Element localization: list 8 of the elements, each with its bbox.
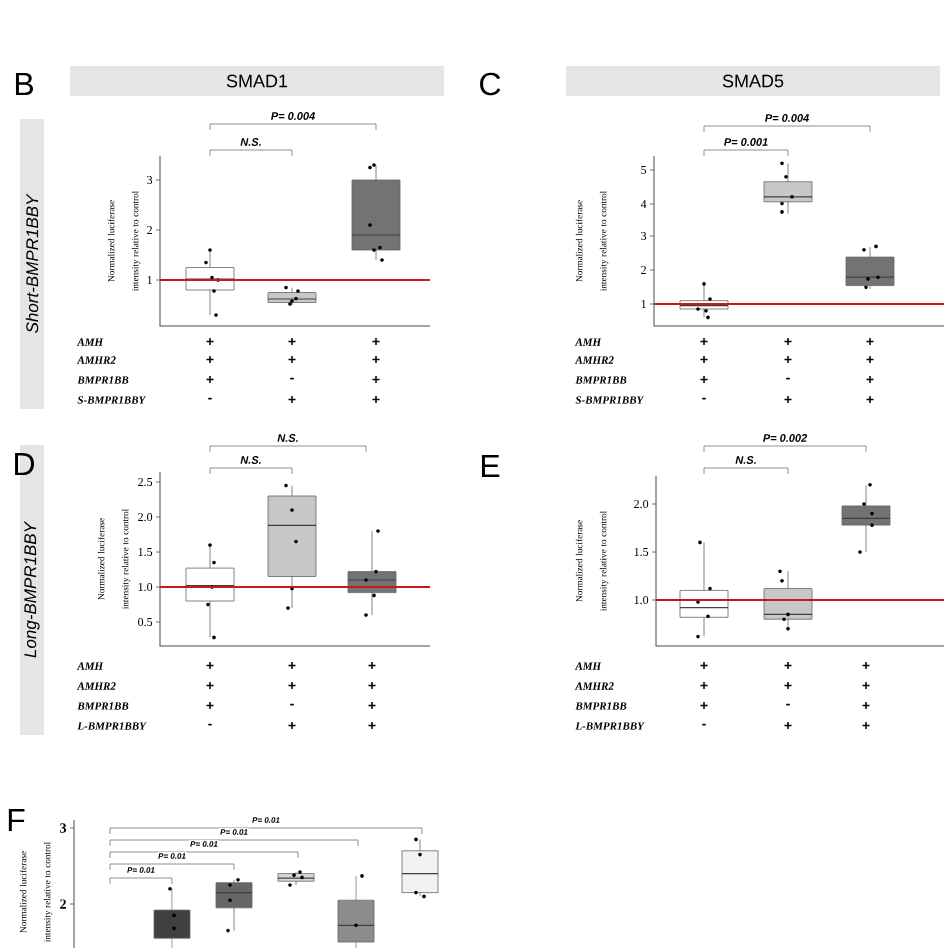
panel-letter: E	[481, 455, 500, 477]
panel-letter: D	[15, 453, 35, 475]
panel-letter: C	[480, 72, 501, 96]
panel-header: SMAD1	[70, 66, 444, 96]
panel-header: SMAD5	[566, 66, 940, 96]
panel-letter: B	[15, 73, 33, 95]
row-header: Short-BMPR1BBY	[20, 119, 44, 409]
panel-letter: F	[8, 809, 25, 831]
